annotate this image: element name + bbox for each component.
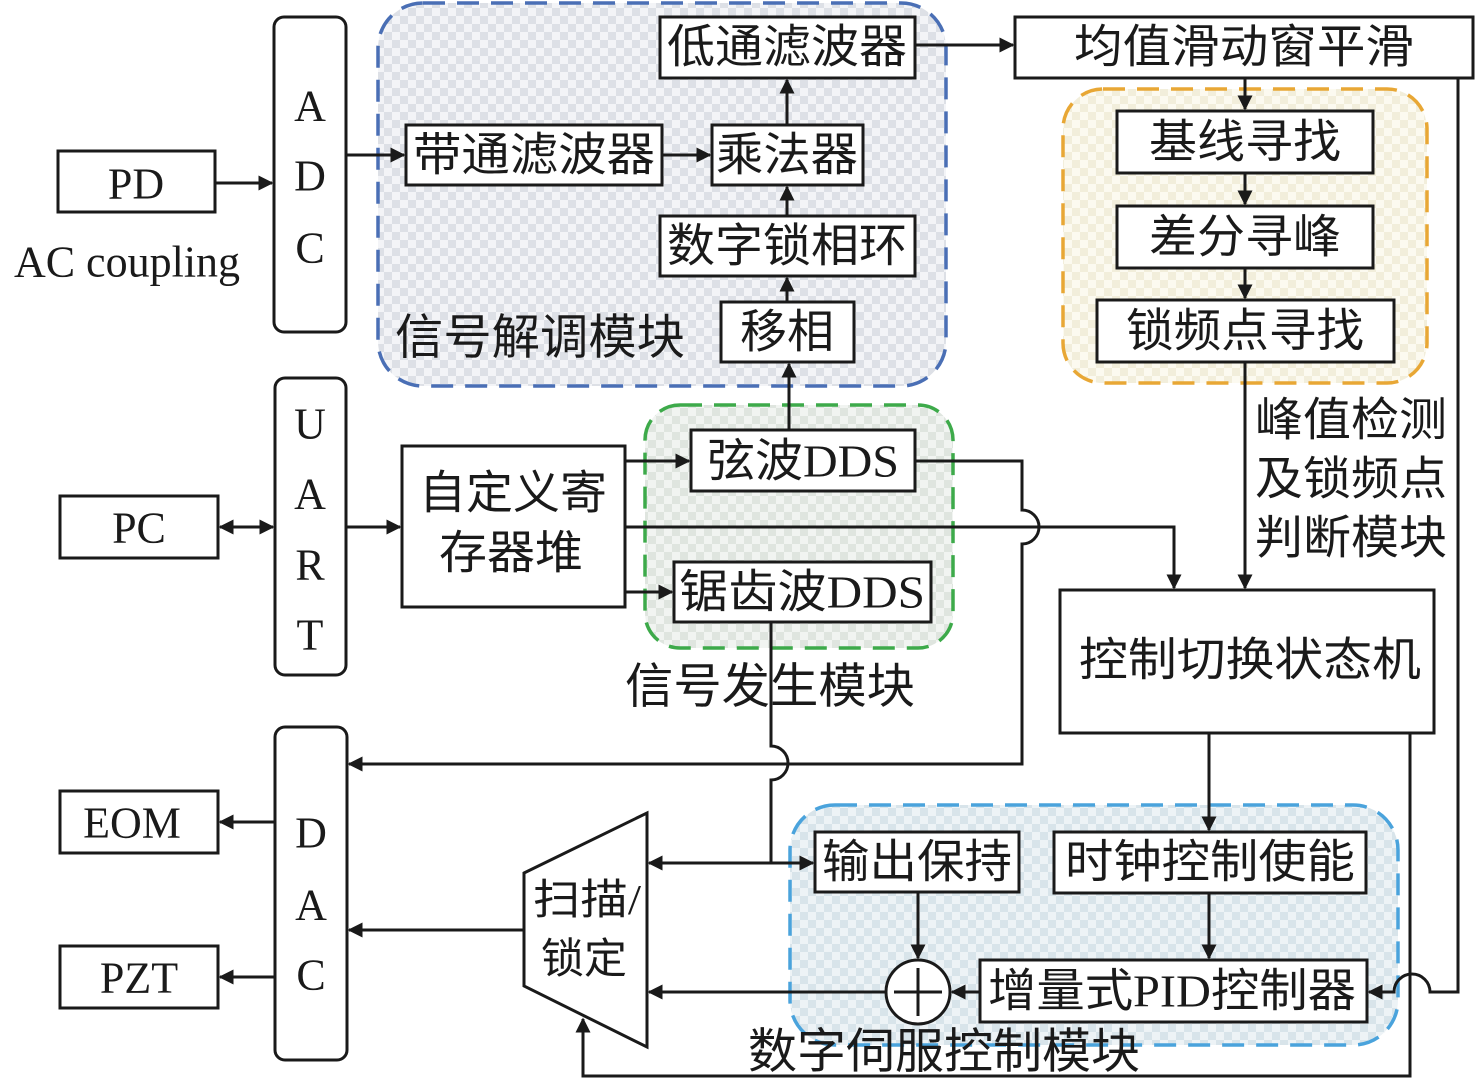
adc-box <box>272 15 348 334</box>
state-machine-label: 控制切换状态机 <box>1079 635 1421 686</box>
lock-point-label: 锁频点寻找 <box>1126 306 1364 357</box>
pc-label: PC <box>112 504 166 553</box>
dpll-box <box>658 214 917 278</box>
sine-dds-label: 弦波DDS <box>707 436 899 487</box>
clock-enable-box <box>1052 830 1368 895</box>
demod-module-label: 信号解调模块 <box>395 312 685 365</box>
multiplier-label: 乘法器 <box>716 130 858 181</box>
mux-label-line1: 扫描/ <box>533 878 641 924</box>
register-file-box <box>400 444 627 609</box>
phase-shift-label: 移相 <box>740 307 834 358</box>
phase-shift-box <box>719 300 856 364</box>
eom-box <box>58 789 220 855</box>
uart-letter-t: T <box>297 611 324 660</box>
pc-box <box>58 494 220 560</box>
output-hold-label: 输出保持 <box>822 837 1012 888</box>
lowpass-filter-label: 低通滤波器 <box>667 22 907 73</box>
demod-module-frame <box>376 1 948 388</box>
uart-letter-u: U <box>294 400 326 449</box>
baseline-search-label: 基线寻找 <box>1149 117 1341 168</box>
pzt-box <box>58 944 220 1010</box>
wire-smoothing-to-pid <box>1367 78 1460 1000</box>
eom-label: EOM <box>83 799 181 848</box>
pzt-label: PZT <box>100 954 178 1003</box>
connections <box>215 37 1460 1078</box>
wire-fsm-to-mux <box>575 733 1412 1078</box>
siggen-module-label: 信号发生模块 <box>625 661 915 714</box>
bandpass-filter-label: 带通滤波器 <box>413 130 655 181</box>
mux-label-line2: 锁定 <box>541 936 627 983</box>
dac-letter-c: C <box>296 951 325 1000</box>
uart-letter-r: R <box>295 541 325 590</box>
multiplier-box <box>710 123 865 187</box>
lowpass-filter-box <box>658 15 917 80</box>
smoothing-box <box>1013 15 1475 80</box>
baseline-search-box <box>1115 109 1375 175</box>
wire-sine-to-dac <box>347 459 1041 772</box>
wire-register-to-fsm <box>625 525 1182 590</box>
state-machine-box <box>1058 588 1436 735</box>
sawtooth-dds-box <box>672 560 933 624</box>
pid-controller-box <box>978 958 1369 1024</box>
summing-junction-icon <box>884 958 952 1026</box>
bandpass-filter-box <box>404 123 664 187</box>
lock-point-box <box>1095 298 1396 364</box>
dac-box <box>273 725 349 1062</box>
dac-letter-d: D <box>295 809 327 858</box>
smoothing-label: 均值滑动窗平滑 <box>1074 22 1414 73</box>
pid-controller-label: 增量式PID控制器 <box>988 966 1356 1017</box>
output-hold-box <box>813 830 1021 894</box>
adc-letter-a: A <box>294 82 326 131</box>
clock-enable-label: 时钟控制使能 <box>1065 837 1355 888</box>
scan-lock-mux <box>522 810 649 1050</box>
adc-letter-d: D <box>294 152 326 201</box>
uart-letter-a: A <box>294 470 326 519</box>
peak-module-label-line3: 判断模块 <box>1255 513 1447 564</box>
pd-label: PD <box>108 160 164 209</box>
servo-module-label: 数字伺服控制模块 <box>748 1026 1140 1079</box>
register-file-label-line2: 存器堆 <box>439 528 583 579</box>
diff-peak-box <box>1115 204 1375 270</box>
uart-box <box>273 376 348 677</box>
peak-module-label-line2: 及锁频点 <box>1255 454 1447 505</box>
wire-sawtooth-to-hold <box>769 622 790 863</box>
dac-letter-a: A <box>295 881 327 930</box>
dpll-label: 数字锁相环 <box>667 221 907 272</box>
sine-dds-box <box>689 428 917 493</box>
adc-letter-c: C <box>295 224 324 273</box>
peak-module-label-line1: 峰值检测 <box>1255 395 1447 446</box>
sawtooth-dds-label: 锯齿波DDS <box>679 567 925 618</box>
register-file-label-line1: 自定义寄 <box>419 468 607 519</box>
diff-peak-label: 差分寻峰 <box>1149 212 1341 263</box>
pd-box <box>56 149 217 214</box>
ac-coupling-label: AC coupling <box>14 238 240 287</box>
